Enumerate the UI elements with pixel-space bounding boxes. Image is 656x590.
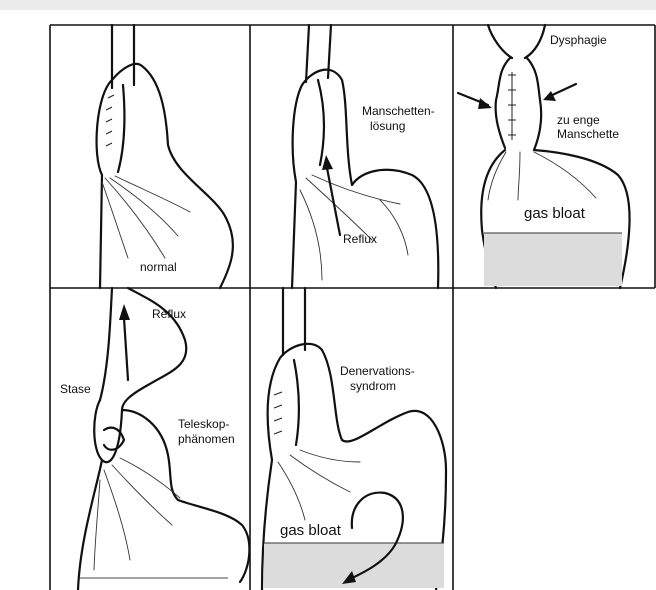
reflux-arrow	[124, 318, 128, 380]
panel-grid	[50, 25, 655, 590]
panel-telescope-label-0: Reflux	[152, 307, 186, 321]
panel-tight-label-3: gas bloat	[524, 205, 586, 222]
panel-tight-wrap: Dysphagie zu enge Manschette gas bloat	[458, 25, 630, 288]
stomach-folds	[300, 175, 408, 280]
stomach-folds	[94, 458, 180, 570]
panel-telescope: Reflux Stase Teleskop- phänomen	[60, 288, 249, 590]
panel-tight-label-0: Dysphagie	[550, 33, 607, 47]
panel-telescope-label-2: Teleskop-	[178, 417, 229, 431]
left-arrow-head	[478, 98, 492, 109]
panel-tight-label-1: zu enge	[557, 113, 600, 127]
tight-wrap-outline	[496, 58, 542, 150]
panel-telescope-label-1: Stase	[60, 382, 91, 396]
panel-telescope-label-3: phänomen	[178, 432, 235, 446]
panel-slipped-label-1: lösung	[370, 119, 405, 133]
panel-slipped-label-2: Reflux	[343, 232, 377, 246]
reflux-arrow-head	[322, 155, 333, 170]
panel-denervation: Denervations- syndrom gas bloat	[262, 288, 446, 590]
wrap-inner-line	[118, 85, 124, 172]
stomach-folds	[278, 450, 360, 520]
panel-normal-label-0: normal	[140, 260, 177, 274]
stomach-outline	[97, 64, 233, 288]
stomach-outline	[292, 70, 438, 288]
panel-normal: normal	[97, 25, 233, 288]
panel-slipped-wrap: Manschetten- lösung Reflux	[292, 25, 438, 288]
wrap-inner-line	[294, 360, 299, 445]
panel-denervation-label-1: syndrom	[350, 379, 396, 393]
wrap-sutures	[274, 392, 282, 434]
wrap-sutures	[106, 95, 114, 146]
dilated-esophagus	[488, 25, 545, 58]
esophagus-tube	[112, 25, 134, 88]
panel-tight-label-2: Manschette	[557, 127, 619, 141]
esophagus-tube	[306, 25, 331, 82]
panel-denervation-label-2: gas bloat	[280, 522, 342, 539]
stomach-folds	[488, 152, 596, 200]
wrap-inner-line	[318, 80, 324, 165]
panel-slipped-label-0: Manschetten-	[362, 104, 435, 118]
stomach-folds	[102, 176, 190, 258]
page-top-edge	[0, 0, 656, 10]
gas-fluid-level	[484, 233, 622, 286]
wrap-sutures	[508, 72, 516, 140]
lower-stomach-outline	[78, 460, 102, 590]
panel-denervation-label-0: Denervations-	[340, 364, 415, 378]
right-arrow-head	[543, 91, 556, 101]
reflux-arrow	[327, 168, 340, 235]
reflux-arrow-head	[119, 304, 130, 320]
